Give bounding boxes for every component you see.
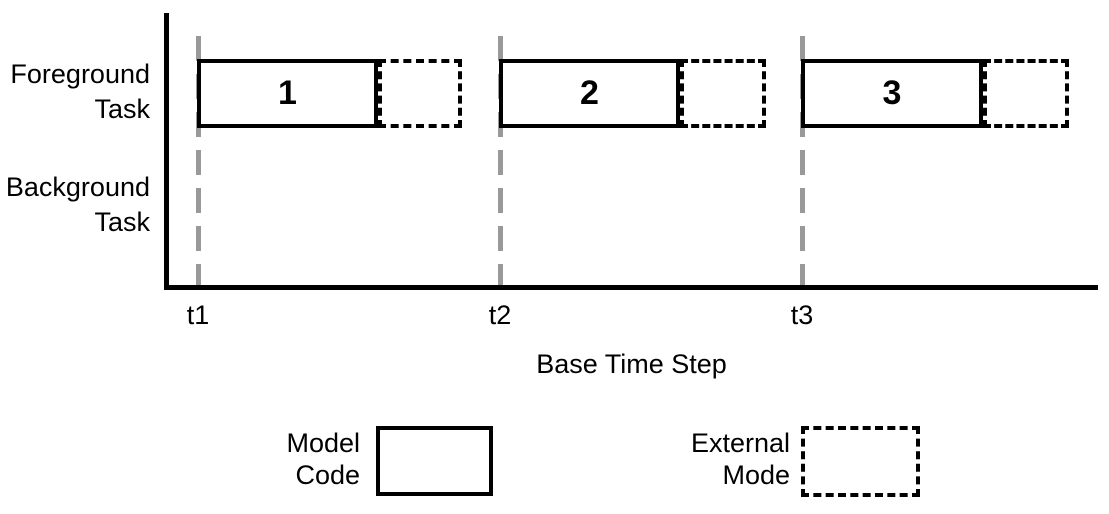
legend-label-external-mode: External Mode (690, 428, 790, 490)
timestep-dashed-line-t1 (196, 36, 201, 286)
tick-label-t2: t2 (488, 300, 512, 330)
task-number-2: 2 (580, 74, 599, 112)
legend-swatch-external-mode (801, 426, 920, 497)
model-code-box-1: 1 (197, 59, 378, 128)
legend-swatch-model-code (376, 426, 493, 496)
task-number-1: 1 (278, 74, 297, 112)
external-mode-box-2 (680, 59, 766, 128)
timestep-dashed-line-t3 (800, 36, 805, 286)
timestep-dashed-line-t2 (498, 36, 503, 286)
model-code-box-3: 3 (801, 59, 983, 128)
x-axis-title: Base Time Step (536, 349, 727, 379)
legend-label-model-code: Model Code (286, 428, 360, 490)
external-mode-box-3 (983, 59, 1069, 128)
row-label-foreground-task: Foreground Task (10, 59, 150, 124)
external-mode-box-1 (378, 59, 462, 128)
tick-label-t3: t3 (790, 300, 814, 330)
x-axis-line (164, 285, 1098, 290)
task-number-3: 3 (882, 74, 902, 112)
tick-label-t1: t1 (186, 300, 210, 330)
row-label-background-task: Background Task (5, 172, 150, 237)
model-code-box-2: 2 (499, 59, 680, 128)
y-axis-line (164, 13, 169, 290)
